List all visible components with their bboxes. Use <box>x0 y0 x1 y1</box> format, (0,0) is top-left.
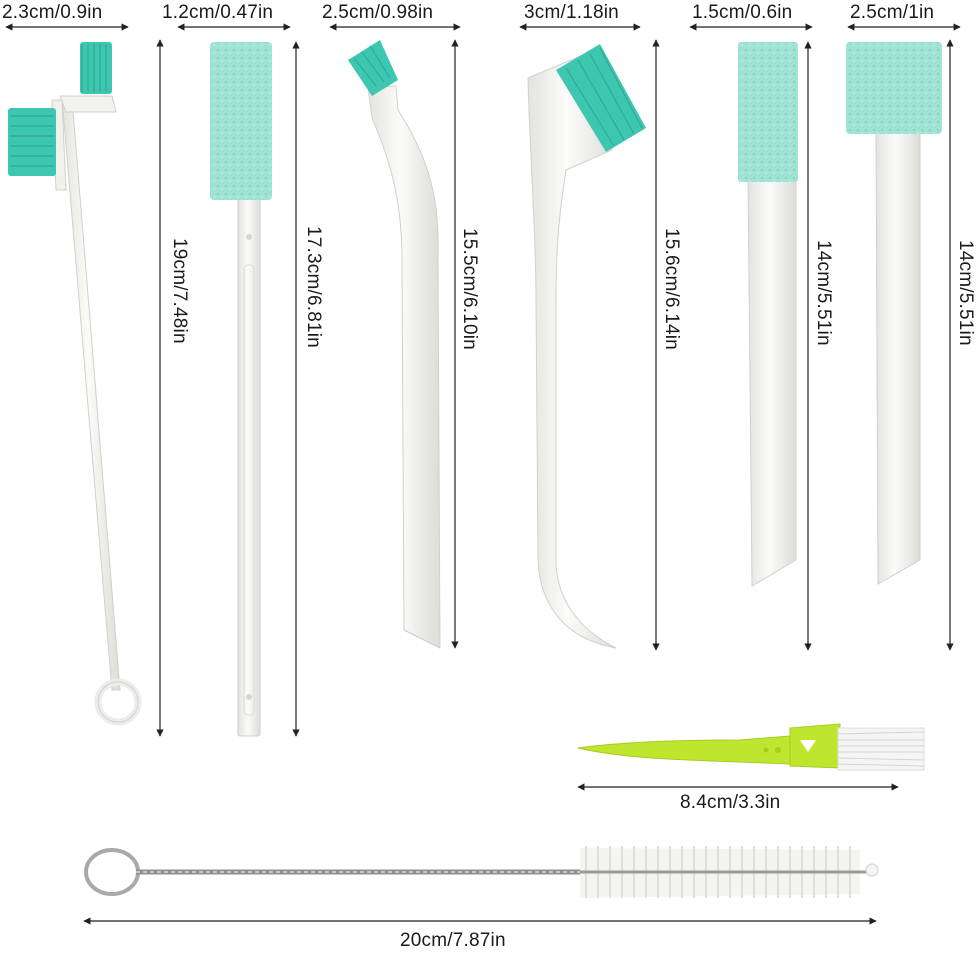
teal-bristles-top <box>80 42 112 94</box>
width-label-brush-3: 2.5cm/0.98in <box>322 2 434 23</box>
teal-sponge-tip <box>210 42 272 200</box>
length-label-brush-4: 15.6cm/6.14in <box>661 228 682 350</box>
width-label-brush-6: 2.5cm/1in <box>850 2 935 23</box>
length-label-brush-5: 14cm/5.51in <box>813 240 834 346</box>
small-sponge-stick <box>738 42 798 587</box>
thin-sponge-stick <box>210 42 272 737</box>
double-head-hook-brush <box>8 42 142 726</box>
width-label-brush-4: 3cm/1.18in <box>524 2 619 23</box>
length-label-brush-2: 17.3cm/6.81in <box>303 226 324 348</box>
length-label-brush-1: 19cm/7.48in <box>169 238 190 344</box>
length-dimension-lines <box>83 39 954 925</box>
white-bristles <box>837 727 925 771</box>
green-mini-brush <box>577 723 925 771</box>
teal-sponge-tip <box>846 42 942 134</box>
length-label-brush-6: 14cm/5.51in <box>955 240 976 346</box>
bottle-brush-length-label: 20cm/7.87in <box>400 930 506 951</box>
wide-curved-brush <box>527 44 646 649</box>
width-label-brush-1: 2.3cm/0.9in <box>2 2 103 23</box>
curved-small-brush <box>348 40 441 649</box>
bottle-brush <box>84 846 879 898</box>
width-label-brush-2: 1.2cm/0.47in <box>162 2 274 23</box>
wide-sponge-stick <box>846 42 942 585</box>
teal-bristles <box>348 40 398 96</box>
white-bristle-coil <box>580 846 879 898</box>
teal-bristles <box>556 44 646 152</box>
small-brush-length-label: 8.4cm/3.3in <box>680 792 781 813</box>
teal-bristles-side <box>8 108 56 176</box>
length-label-brush-3: 15.5cm/6.10in <box>459 228 480 350</box>
width-label-brush-5: 1.5cm/0.6in <box>692 2 793 23</box>
teal-sponge-tip <box>738 42 798 182</box>
